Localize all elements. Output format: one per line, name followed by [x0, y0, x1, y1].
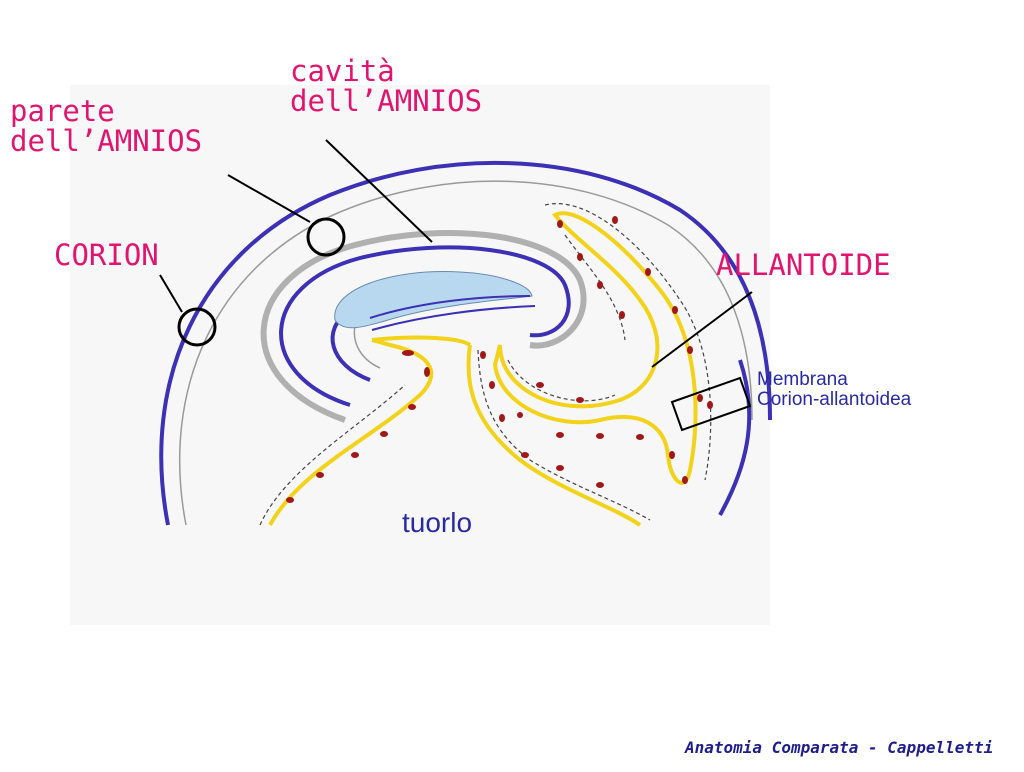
cavity-label-line2: dell’AMNIOS	[290, 84, 483, 119]
wall-marker-circle	[306, 217, 346, 257]
membrane-label-line1: Membrana	[757, 369, 848, 390]
wall-label-line1: parete	[10, 94, 115, 128]
wall-label-line2: dell’AMNIOS	[10, 124, 203, 159]
wall-leader-line	[227, 174, 311, 223]
membrane-marker-box	[670, 376, 752, 432]
yolk-label: tuorlo	[402, 507, 473, 538]
footer-credit: Anatomia Comparata - Cappelletti	[685, 738, 994, 757]
chorion-marker-circle	[177, 307, 217, 347]
embryo	[334, 271, 536, 331]
membrane-label-line2: Corion-allantoidea	[757, 388, 912, 410]
chorion-leader-line	[159, 274, 183, 313]
cavity-amnion-label: cavità dell’AMNIOS	[290, 56, 482, 117]
amnion-wall-label: parete dell’AMNIOS	[10, 96, 202, 157]
annotation-marks	[159, 139, 753, 432]
allantois-leader-line	[651, 291, 753, 368]
yolk-sac-membranes	[259, 335, 651, 527]
chorion-label: CORION	[54, 238, 159, 272]
cavity-label-line1: cavità	[290, 54, 395, 88]
chorion-membrane	[159, 160, 772, 526]
cavity-leader-line	[325, 139, 433, 243]
allantois-label: ALLANTOIDE	[716, 248, 891, 282]
vessel-dots	[286, 216, 713, 503]
chorioallantoic-membrane-label: Membrana Corion-allantoidea	[757, 370, 911, 410]
